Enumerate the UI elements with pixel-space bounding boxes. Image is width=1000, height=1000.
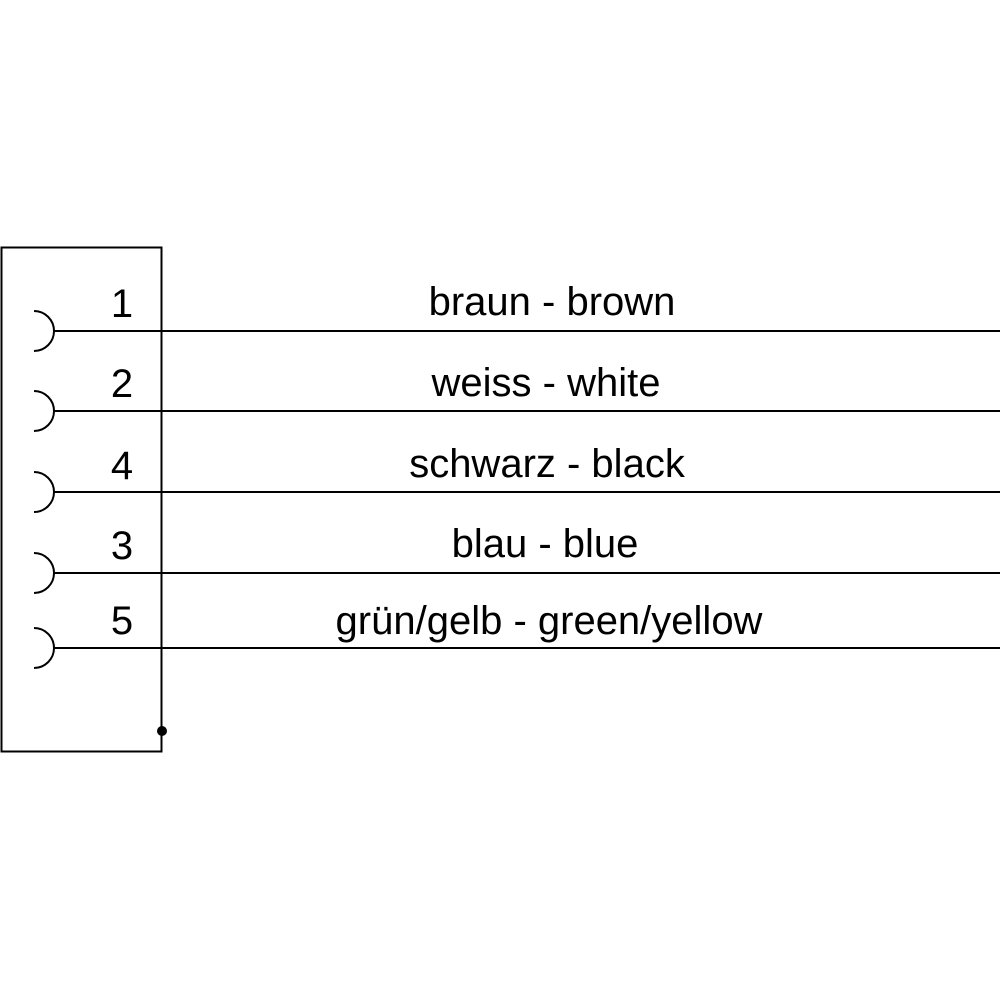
socket-contact-icon xyxy=(33,471,55,513)
socket-contact-icon xyxy=(33,627,55,669)
pin-number: 1 xyxy=(111,282,133,326)
pin-number: 2 xyxy=(111,362,133,406)
pin-row-1: 1 braun - brown xyxy=(33,280,1000,352)
socket-contact-icon xyxy=(33,552,55,594)
pin-row-3: 4 schwarz - black xyxy=(33,442,1000,513)
socket-contact-icon xyxy=(33,310,55,352)
pin-number: 4 xyxy=(111,444,133,488)
wire-color-label: braun - brown xyxy=(429,280,676,324)
wire-color-label: blau - blue xyxy=(452,522,639,566)
socket-contact-icon xyxy=(33,390,55,432)
pin-row-4: 3 blau - blue xyxy=(33,522,1000,594)
wire-color-label: grün/gelb - green/yellow xyxy=(336,599,763,643)
pin-number: 3 xyxy=(111,524,133,568)
housing-corner-dot xyxy=(157,726,167,736)
wire-color-label: weiss - white xyxy=(431,361,661,405)
pin-row-2: 2 weiss - white xyxy=(33,361,1000,432)
connector-housing xyxy=(0,246,163,753)
wire-color-label: schwarz - black xyxy=(409,442,686,486)
pin-row-5: 5 grün/gelb - green/yellow xyxy=(33,599,1000,669)
pin-number: 5 xyxy=(111,599,133,643)
